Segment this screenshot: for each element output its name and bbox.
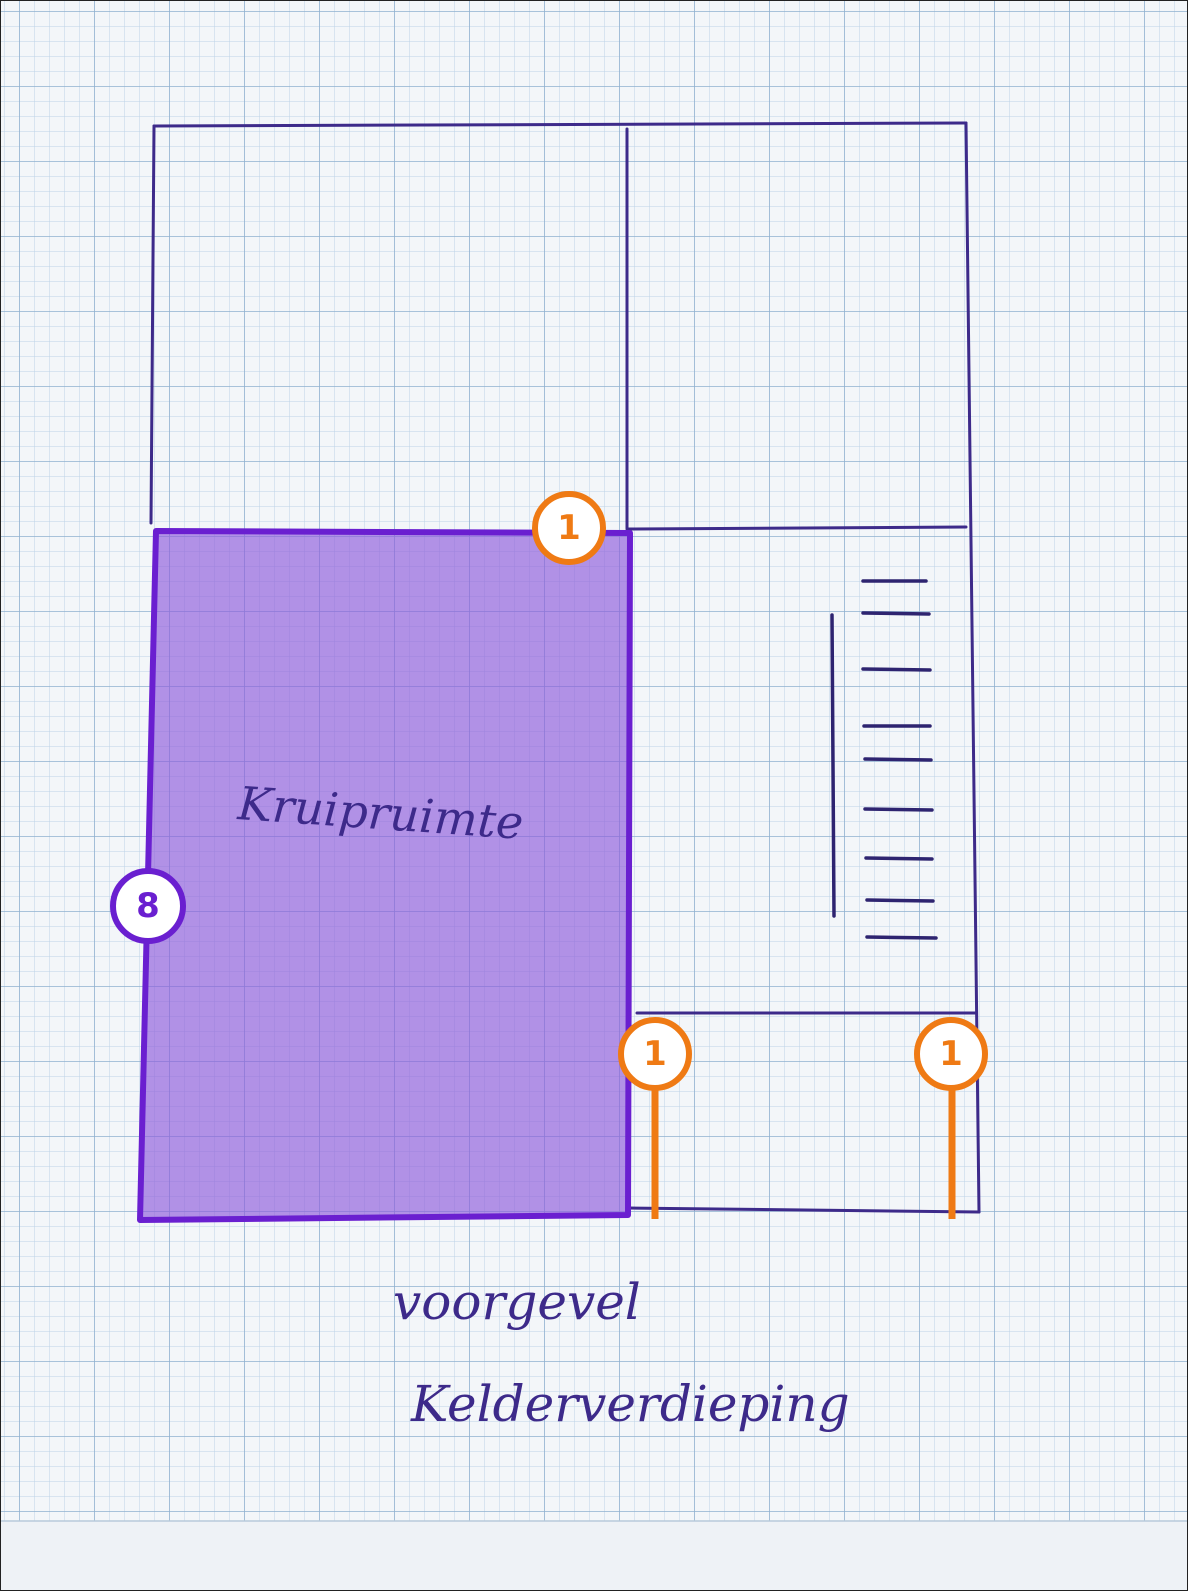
marker-left-value: 8 — [136, 886, 160, 926]
stair-step — [863, 757, 933, 762]
marker-bottom-right: 1 — [914, 1017, 988, 1091]
paper-bottom-margin — [1, 1521, 1187, 1590]
marker-bottom-left: 1 — [618, 1017, 692, 1091]
marker-bottom-left-value: 1 — [643, 1034, 667, 1074]
stair-step — [863, 807, 934, 812]
orange-dimension-lines — [651, 1079, 956, 1219]
crawl-space-highlight — [137, 528, 633, 1223]
staircase — [830, 579, 938, 940]
interior-walls — [625, 127, 978, 1015]
stair-step — [861, 611, 931, 616]
marker-left: 8 — [110, 868, 186, 944]
stair-step — [865, 935, 938, 940]
marker-top: 1 — [532, 491, 606, 565]
stair-step — [861, 667, 932, 672]
stair-step — [865, 898, 935, 903]
level-label: Kelderverdieping — [410, 1375, 850, 1433]
stair-rail — [830, 613, 836, 918]
marker-top-value: 1 — [557, 508, 581, 548]
stair-step — [864, 856, 934, 861]
facade-label: voorgevel — [393, 1273, 641, 1331]
marker-bottom-right-value: 1 — [939, 1034, 963, 1074]
